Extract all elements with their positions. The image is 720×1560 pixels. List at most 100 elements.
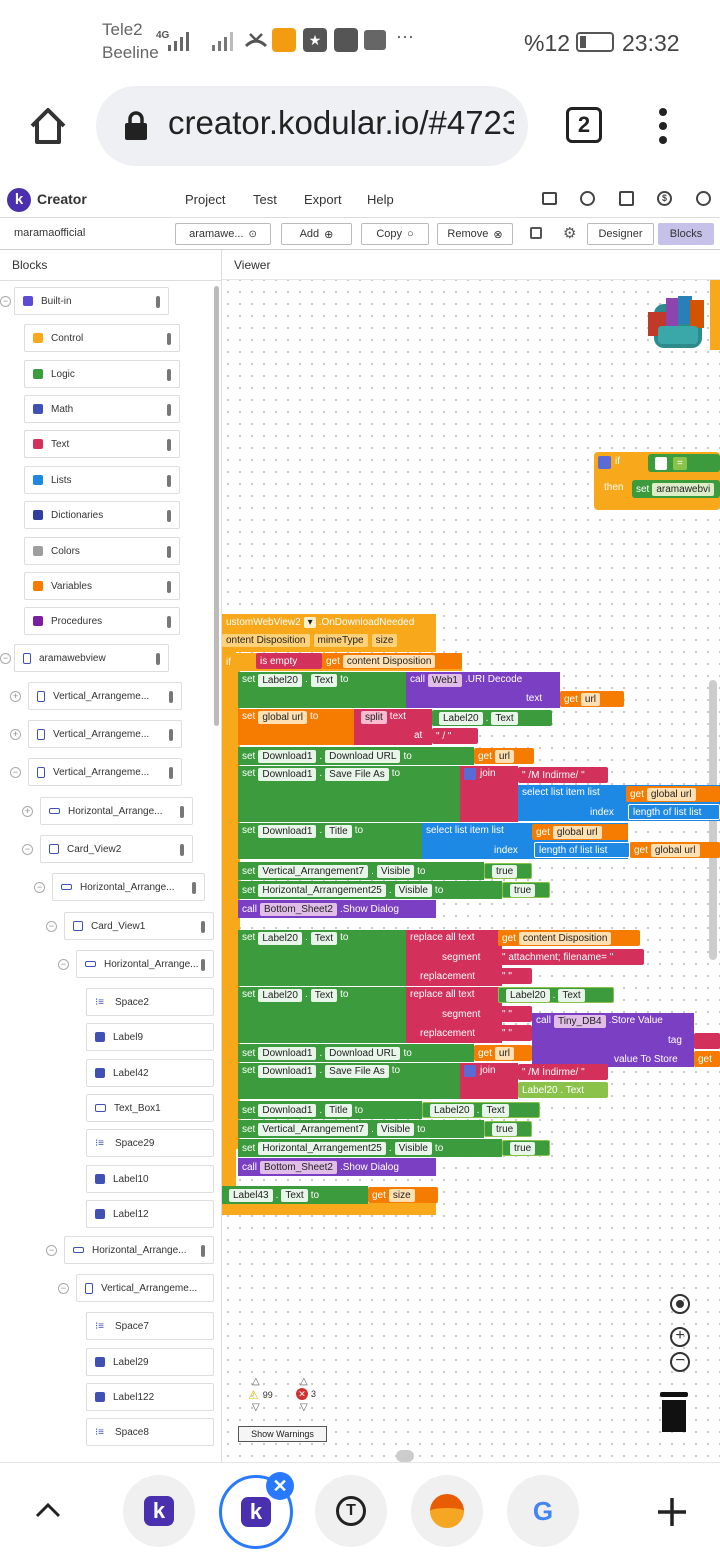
collapse-toggle[interactable]: −	[58, 1283, 69, 1294]
collapse-toggle[interactable]: −	[58, 959, 69, 970]
collapse-toggle[interactable]: −	[22, 844, 33, 855]
text-literal[interactable]: " /M İndirme/ "	[518, 1064, 608, 1080]
true-block[interactable]: true	[502, 882, 550, 898]
tab-4[interactable]	[411, 1475, 483, 1547]
label-text-getter[interactable]: Label20.Text	[498, 987, 614, 1003]
show-warnings-button[interactable]: Show Warnings	[238, 1426, 327, 1442]
url-text[interactable]: creator.kodular.io/#4723	[168, 104, 514, 141]
collapse-toggle[interactable]: −	[34, 882, 45, 893]
replace-all-block[interactable]: replace all text	[406, 987, 502, 1043]
text-literal[interactable]: " attachment; filename= "	[498, 949, 644, 965]
tree-vertical-arrangement[interactable]: Vertical_Arrangeme...	[76, 1274, 214, 1302]
book-icon[interactable]	[619, 191, 634, 206]
menu-export[interactable]: Export	[304, 192, 342, 207]
tree-lists[interactable]: Lists	[24, 466, 180, 494]
tree-horizontal-arrangement[interactable]: Horizontal_Arrange...	[52, 873, 205, 901]
tree-vertical-arrangement[interactable]: Vertical_Arrangeme...	[28, 682, 182, 710]
tree-space[interactable]: ⁝≡Space7	[86, 1312, 214, 1340]
zoom-in-icon[interactable]: +	[670, 1327, 690, 1347]
tree-label[interactable]: Label10	[86, 1165, 214, 1193]
tab-kodular-active[interactable]: k	[219, 1475, 293, 1549]
tree-label[interactable]: Label12	[86, 1200, 214, 1228]
tree-space[interactable]: ⁝≡Space8	[86, 1418, 214, 1446]
tree-variables[interactable]: Variables	[24, 572, 180, 600]
tree-horizontal-arrangement[interactable]: Horizontal_Arrange...	[40, 797, 193, 825]
tree-label[interactable]: Label29	[86, 1348, 214, 1376]
collapse-toggle[interactable]: −	[46, 1245, 57, 1256]
length-of-list-block[interactable]: length of list list	[534, 842, 630, 858]
replace-all-block[interactable]: replace all text	[406, 930, 502, 986]
tree-card-view[interactable]: Card_View1	[64, 912, 214, 940]
tree-space[interactable]: ⁝≡Space29	[86, 1129, 214, 1157]
collapse-toggle[interactable]: −	[0, 296, 11, 307]
tree-horizontal-arrangement[interactable]: Horizontal_Arrange...	[64, 1236, 214, 1264]
label-text-getter[interactable]: Label20.Text	[422, 1102, 540, 1118]
length-of-list-block[interactable]: length of list list	[628, 804, 720, 820]
url-bar[interactable]	[96, 86, 528, 166]
true-block[interactable]: true	[502, 1140, 550, 1156]
screen-select[interactable]: aramawe...⊙	[175, 223, 271, 245]
collapse-toggle[interactable]: −	[46, 921, 57, 932]
tab-3[interactable]: T	[315, 1475, 387, 1547]
error-nav-up-icon[interactable]: △	[300, 1376, 308, 1387]
tab-kodular-1[interactable]: k	[123, 1475, 195, 1547]
text-literal[interactable]: " "	[498, 1025, 532, 1041]
get-block[interactable]: get	[694, 1051, 720, 1067]
tab-google[interactable]: G	[507, 1475, 579, 1547]
join-block[interactable]: join	[460, 1063, 518, 1099]
tree-scrollbar[interactable]	[214, 286, 219, 726]
tree-textbox[interactable]: Text_Box1	[86, 1094, 214, 1122]
zoom-out-icon[interactable]: −	[670, 1352, 690, 1372]
warning-nav-up-icon[interactable]: △	[252, 1376, 260, 1387]
param-size[interactable]: size	[371, 634, 398, 647]
tree-vertical-arrangement[interactable]: Vertical_Arrangeme...	[28, 720, 182, 748]
expand-toggle[interactable]: +	[22, 806, 33, 817]
tree-card-view[interactable]: Card_View2	[40, 835, 193, 863]
menu-project[interactable]: Project	[185, 192, 226, 207]
remove-screen-button[interactable]: Remove⊗	[437, 223, 513, 245]
tree-vertical-arrangement[interactable]: Vertical_Arrangeme...	[28, 758, 182, 786]
tree-colors[interactable]: Colors	[24, 537, 180, 565]
label-text-getter[interactable]: Label20 . Text	[518, 1082, 608, 1098]
blocks-button[interactable]: Blocks	[658, 223, 714, 245]
join-block[interactable]: join	[460, 766, 518, 822]
compare-block[interactable]: =	[648, 454, 720, 472]
image-icon[interactable]	[530, 227, 542, 239]
tree-logic[interactable]: Logic	[24, 360, 180, 388]
expand-toggle[interactable]: +	[10, 691, 21, 702]
palette-icon[interactable]	[580, 191, 595, 206]
warning-nav-down-icon[interactable]: ▽	[252, 1402, 260, 1413]
copy-screen-button[interactable]: Copy○	[361, 223, 429, 245]
text-literal[interactable]: " "	[498, 1006, 532, 1022]
is-empty-block[interactable]: is empty	[256, 653, 322, 669]
settings-gear-icon[interactable]: ⚙	[563, 225, 577, 242]
text-literal[interactable]: " "	[498, 968, 532, 984]
tree-text[interactable]: Text	[24, 430, 180, 458]
trash-icon[interactable]	[660, 1392, 688, 1434]
tab-switcher-button[interactable]: 2	[566, 107, 602, 143]
menu-test[interactable]: Test	[253, 192, 277, 207]
param-content-disposition[interactable]: ontent Disposition	[222, 634, 310, 647]
